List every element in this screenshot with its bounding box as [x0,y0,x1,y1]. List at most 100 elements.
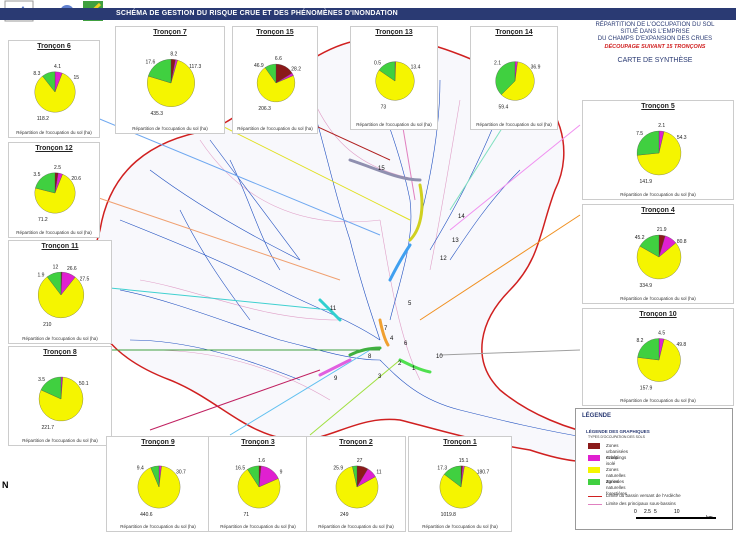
panel-caption: Répartition de l'occupation du sol (ha) [476,122,552,127]
pie-slice [46,271,62,296]
pie-chart: 0.5 13.4 73 [374,61,421,111]
panel-caption: Répartition de l'occupation du sol (ha) [620,296,696,301]
pie-chart: 45.2 21.9 80.8 334.9 [635,227,687,289]
header-bar: SCHÉMA DE GESTION DU RISQUE CRUE ET DES … [0,8,736,20]
panel-title: Tronçon 9 [141,439,175,446]
pie-value-label: 28.2 [291,67,301,73]
panel-caption: Répartition de l'occupation du sol (ha) [620,398,696,403]
pie-slice [40,376,62,400]
legend: LÉGENDE LÉGENDE DES GRAPHIQUES TYPES D'O… [575,408,733,530]
pie-value-label: 206.3 [258,106,271,112]
pie-slice [34,174,76,214]
synthesis-line4: DÉCOUPAGE SUIVANT 15 TRONÇONS [604,44,706,50]
legend-swatch [588,455,600,461]
pie-value-label: 334.9 [640,283,653,289]
pie-slice [637,338,660,361]
pie-value-label: 249 [340,512,349,518]
pie-value-label: 49.8 [676,342,686,348]
reach-number-label: 7 [384,326,388,332]
reach-number-label: 14 [458,214,465,220]
panel-title: Tronçon 13 [375,29,413,36]
pie-slice [378,61,396,82]
panel-title: Tronçon 6 [37,43,71,50]
pie-value-label: 2.1 [494,61,501,67]
synthesis-line1: RÉPARTITION DE L'OCCUPATION DU SOL [595,22,715,28]
pie-value-label: 6.6 [275,56,282,62]
pie-value-label: 9 [280,469,283,475]
pie-value-label: 17.6 [146,60,156,66]
pie-value-label: 4.5 [658,331,665,337]
panel-title: Tronçon 14 [495,29,533,36]
pie-value-label: 21.9 [657,227,667,233]
synthesis-line2: SITUÉ DANS L'EMPRISE [620,29,690,35]
pie-value-label: 20.6 [71,176,81,182]
panel-caption: Répartition de l'occupation du sol (ha) [132,126,208,131]
pie-value-label: 71.2 [38,217,48,223]
pie-panel-t4: Tronçon 4 Répartition de l'occupation du … [582,204,734,304]
pie-value-label: 0.5 [374,61,381,67]
legend-subtitle: LÉGENDE DES GRAPHIQUES [586,429,650,434]
pie-slice [335,466,379,509]
pie-value-label: 15.1 [459,458,469,464]
pie-value-label: 71 [244,512,250,518]
pie-value-label: 15 [73,75,79,81]
legend-line-swatch [588,496,602,497]
pie-slice [639,234,660,258]
pie-slice [636,131,682,176]
panel-title: Tronçon 4 [641,207,675,214]
pie-slice [443,465,462,488]
pie-value-label: 30.7 [176,469,186,475]
legend-line-swatch [588,504,602,505]
legend-subtitle2: TYPES D'OCCUPATION DES SOLS [588,435,645,439]
pie-value-label: 8.2 [636,338,643,344]
pie-value-label: 16.5 [235,465,245,471]
synthesis-line3: DU CHAMPS D'EXPANSION DES CRUES [597,36,713,42]
pie-value-label: 80.8 [677,239,687,245]
panel-title: Tronçon 11 [41,243,79,250]
scale-tick: 5 [654,509,657,515]
pie-value-label: 2.1 [658,123,665,129]
pie-slice [495,61,516,95]
pie-value-label: 4.1 [54,64,61,70]
reach-number-label: 11 [330,306,337,312]
pie-value-label: 8.3 [33,71,40,77]
panel-title: Tronçon 2 [339,439,373,446]
panel-caption: Répartition de l'occupation du sol (ha) [318,524,394,529]
reach-number-label: 12 [440,256,447,262]
pie-slice [264,63,277,84]
pie-value-label: 27 [357,458,363,464]
pie-chart: 2.136.959.4 [494,61,541,111]
scale-tick: 0 [634,509,637,515]
pie-value-label: 59.4 [499,104,509,110]
legend-label: Zones naturelles forestières [606,479,628,496]
reach-number-label: 8 [368,354,372,360]
legend-title: LÉGENDE [582,413,612,419]
panel-caption: Répartition de l'occupation du sol (ha) [16,130,92,135]
legend-swatch [588,443,600,449]
scale-unit: km [706,515,713,521]
pie-slice [38,276,85,318]
pie-value-label: 50.1 [79,381,89,387]
reach-number-label: 15 [378,166,385,172]
pie-value-label: 13.4 [411,64,421,70]
reach-number-label: 4 [390,336,394,342]
panel-caption: Répartition de l'occupation du sol (ha) [22,438,98,443]
pie-value-label: 210 [43,322,52,328]
pie-value-label: 27.5 [80,276,90,282]
pie-value-label: 45.2 [635,235,645,241]
reach-number-label: 2 [398,361,402,367]
reach-number-label: 10 [436,354,443,360]
pie-value-label: 73 [381,104,387,110]
